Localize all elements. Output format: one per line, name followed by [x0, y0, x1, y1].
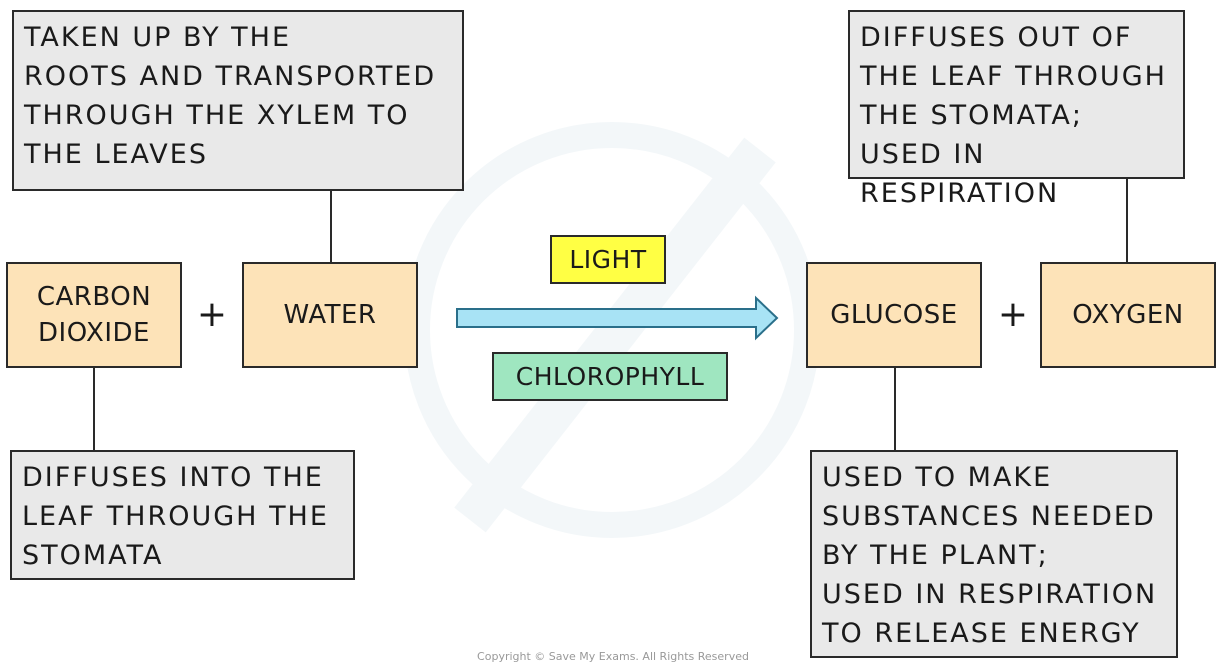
- note-oxygen: DIFFUSES OUT OF THE LEAF THROUGH THE STO…: [848, 10, 1185, 209]
- substance-carbon-dioxide: CARBON DIOXIDE: [6, 262, 182, 368]
- substance-oxygen: OXYGEN: [1040, 262, 1216, 368]
- plus-sign-reactants: +: [196, 294, 228, 335]
- reaction-arrow-shape: [456, 295, 779, 341]
- note-carbon-dioxide: DIFFUSES INTO THE LEAF THROUGH THE STOMA…: [10, 450, 355, 580]
- connector-glucose-note: [894, 368, 896, 450]
- condition-chlorophyll: CHLOROPHYLL: [492, 352, 728, 401]
- copyright-text: Copyright © Save My Exams. All Rights Re…: [477, 650, 749, 663]
- connector-water-note: [330, 190, 332, 262]
- substance-water: WATER: [242, 262, 418, 368]
- connector-oxygen-note: [1126, 178, 1128, 262]
- note-glucose: USED TO MAKE SUBSTANCES NEEDED BY THE PL…: [810, 450, 1178, 658]
- condition-light: LIGHT: [550, 235, 666, 284]
- connector-co2-note: [93, 368, 95, 450]
- note-water: TAKEN UP BY THE ROOTS AND TRANSPORTED TH…: [12, 10, 464, 191]
- substance-glucose: GLUCOSE: [806, 262, 982, 368]
- plus-sign-products: +: [997, 294, 1029, 335]
